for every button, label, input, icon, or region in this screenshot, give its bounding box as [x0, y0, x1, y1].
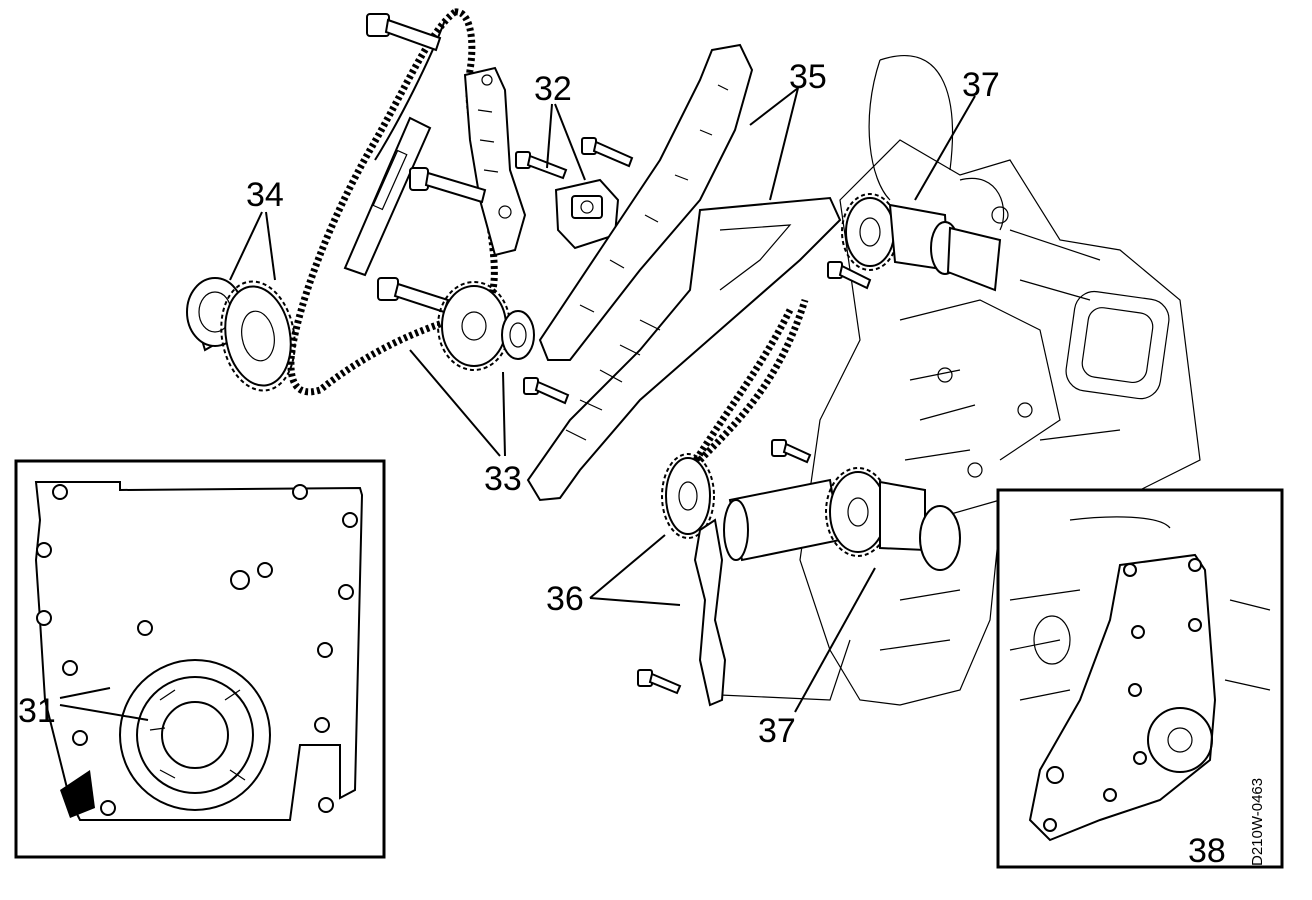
- callout-labels: 31 32 33 34 35 36 37 37 38 D210W-0463: [18, 58, 1266, 870]
- inset-engine-view: [996, 488, 1284, 869]
- sprocket-34: [186, 277, 296, 392]
- callout-35: 35: [789, 58, 827, 96]
- bolts: [366, 13, 872, 695]
- chain-guide-left: [343, 116, 432, 277]
- bolt-lower: [377, 277, 450, 314]
- bolt-35: [523, 377, 570, 405]
- callout-34: 34: [246, 176, 284, 214]
- chain-tensioner: [554, 178, 620, 250]
- bolt-32a: [515, 151, 568, 180]
- figure-code: D210W-0463: [1249, 778, 1266, 866]
- camshaft-adjuster-upper: [841, 193, 1002, 292]
- camshaft-adjuster-lower: [723, 467, 961, 571]
- bolt-37: [827, 261, 872, 290]
- callout-37-upper: 37: [962, 66, 1000, 104]
- tensioner-rail: [463, 66, 527, 257]
- bolt-top: [366, 13, 442, 52]
- callout-36: 36: [546, 580, 584, 618]
- bolt-36: [637, 669, 682, 695]
- leader-lines: [229, 87, 1216, 833]
- chain-guides-35: [526, 43, 842, 502]
- timing-chain-secondary: [686, 298, 809, 472]
- callout-38: 38: [1188, 832, 1226, 870]
- sprocket-33: [437, 281, 535, 371]
- bolt-32b: [581, 137, 634, 168]
- bolt-mid: [409, 167, 487, 204]
- callout-37-lower: 37: [758, 712, 796, 750]
- callout-33: 33: [484, 460, 522, 498]
- bolt-center: [771, 439, 812, 464]
- callout-32: 32: [534, 70, 572, 108]
- callout-31: 31: [18, 692, 56, 730]
- inset-front-cover: [14, 459, 386, 859]
- sprocket-36: [661, 453, 727, 707]
